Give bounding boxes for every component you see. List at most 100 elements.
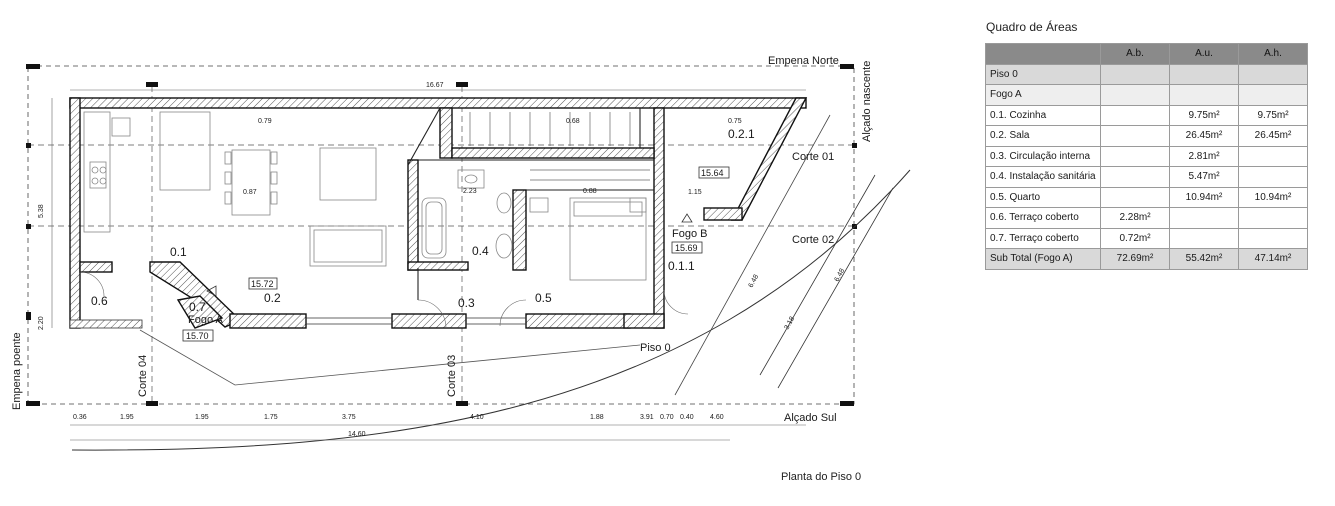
elevation-frame (27, 65, 855, 405)
room-label-011: 0.1.1 (668, 259, 695, 273)
dim-left-220: 2.20 (38, 316, 45, 330)
dim-bottom-6: 1.88 (590, 414, 604, 421)
dim-top-total: 16.67 (426, 82, 444, 89)
areas-table: A.b. A.u. A.h. Piso 0 Fogo A 0.1. Cozinh… (985, 43, 1308, 270)
dim-bottom-7: 3.91 (640, 414, 654, 421)
table-cell: 0.2. Sala (985, 125, 1101, 147)
table-cell (1100, 104, 1170, 126)
table-cell: Piso 0 (985, 63, 1101, 85)
table-cell: 2.28m² (1100, 207, 1170, 229)
table-cell (1100, 84, 1170, 106)
dim-left-538: 5.38 (38, 204, 45, 218)
label-alcado-nascente: Alçado nascente (861, 61, 873, 142)
label-alcado-sul: Alçado Sul (784, 412, 837, 424)
table-cell: 9.75m² (1169, 104, 1239, 126)
dim-bottom-8: 0.70 (660, 414, 674, 421)
table-cell (1100, 145, 1170, 167)
terrace-level: 15.64 (701, 168, 724, 178)
table-cell (1238, 63, 1308, 85)
dim-bottom-0: 0.36 (73, 414, 87, 421)
external-walls (69, 97, 808, 329)
dim-bottom-1: 1.95 (120, 414, 134, 421)
dim-bottom-total: 14.60 (348, 431, 366, 438)
table-cell: 5.47m² (1169, 166, 1239, 188)
room-label-04: 0.4 (472, 244, 489, 258)
table-row: Fogo A (985, 84, 1308, 106)
table-cell: 0.3. Circulação interna (985, 145, 1101, 167)
table-cell: Fogo A (985, 84, 1101, 106)
fogo-a-name: Fogo A (188, 314, 224, 326)
table-cell: 72.69m² (1100, 248, 1170, 270)
dim-223: 2.23 (463, 188, 477, 195)
table-cell (1100, 186, 1170, 208)
dim-bottom-5: 4.10 (470, 414, 484, 421)
table-cell: 26.45m² (1238, 125, 1308, 147)
dim-diag-318: 3.18 (784, 316, 797, 331)
sala-level: 15.72 (251, 279, 274, 289)
diagonal-dim-line-2 (777, 187, 894, 389)
table-cell: 10.94m² (1238, 186, 1308, 208)
room-label-02: 0.2 (264, 291, 281, 305)
table-cell (1238, 227, 1308, 249)
table-cell (1238, 166, 1308, 188)
fogo-b-level: 15.69 (675, 243, 698, 253)
table-cell (1100, 166, 1170, 188)
furniture (83, 111, 647, 281)
door-swings (79, 271, 689, 329)
label-corte-02: Corte 02 (792, 234, 834, 246)
terrace-outline (139, 329, 641, 386)
site-boundary-curve (71, 169, 911, 451)
table-cell: 0.6. Terraço coberto (985, 207, 1101, 229)
label-corte-01: Corte 01 (792, 151, 834, 163)
table-cell: 0.1. Cozinha (985, 104, 1101, 126)
dim-087: 0.87 (243, 189, 257, 196)
dim-075: 0.75 (728, 118, 742, 125)
fogo-a-marker-icon (206, 285, 217, 297)
table-cell: 0.5. Quarto (985, 186, 1101, 208)
table-cell (1169, 227, 1239, 249)
room-label-03: 0.3 (458, 296, 475, 310)
header-room (985, 43, 1101, 65)
dimension-lines (51, 89, 806, 441)
table-cell: 0.72m² (1100, 227, 1170, 249)
dim-diag-648: 6.48 (748, 274, 761, 289)
room-label-06: 0.6 (91, 294, 108, 308)
fogo-b-marker-icon (681, 213, 693, 223)
room-label-01: 0.1 (170, 245, 187, 259)
label-piso-0: Piso 0 (640, 342, 671, 354)
table-cell: 0.7. Terraço coberto (985, 227, 1101, 249)
windows (306, 317, 526, 325)
table-cell (1238, 84, 1308, 106)
header-au: A.u. (1169, 43, 1239, 65)
grid-markers (26, 64, 857, 406)
dim-bottom-3: 1.75 (264, 414, 278, 421)
table-cell (1238, 145, 1308, 167)
room-label-05: 0.5 (535, 291, 552, 305)
table-cell (1100, 63, 1170, 85)
dim-bottom-9: 0.40 (680, 414, 694, 421)
header-ab: A.b. (1100, 43, 1170, 65)
table-cell: 55.42m² (1169, 248, 1239, 270)
dim-bottom-2: 1.95 (195, 414, 209, 421)
dim-068: 0.68 (566, 118, 580, 125)
table-row: Piso 0 (985, 63, 1308, 85)
table-cell: 47.14m² (1238, 248, 1308, 270)
dim-diag-648b: 6.48 (834, 268, 847, 283)
interior-partitions (407, 107, 654, 300)
areas-table-header: A.b. A.u. A.h. (985, 43, 1308, 65)
drawing-caption: Planta do Piso 0 (781, 471, 862, 483)
dim-115: 1.15 (688, 189, 702, 196)
table-cell: Sub Total (Fogo A) (985, 248, 1101, 270)
room-label-021: 0.2.1 (728, 127, 755, 141)
fogo-b-name: Fogo B (672, 228, 707, 240)
stairs (469, 112, 650, 181)
table-cell: 9.75m² (1238, 104, 1308, 126)
table-cell: 26.45m² (1169, 125, 1239, 147)
